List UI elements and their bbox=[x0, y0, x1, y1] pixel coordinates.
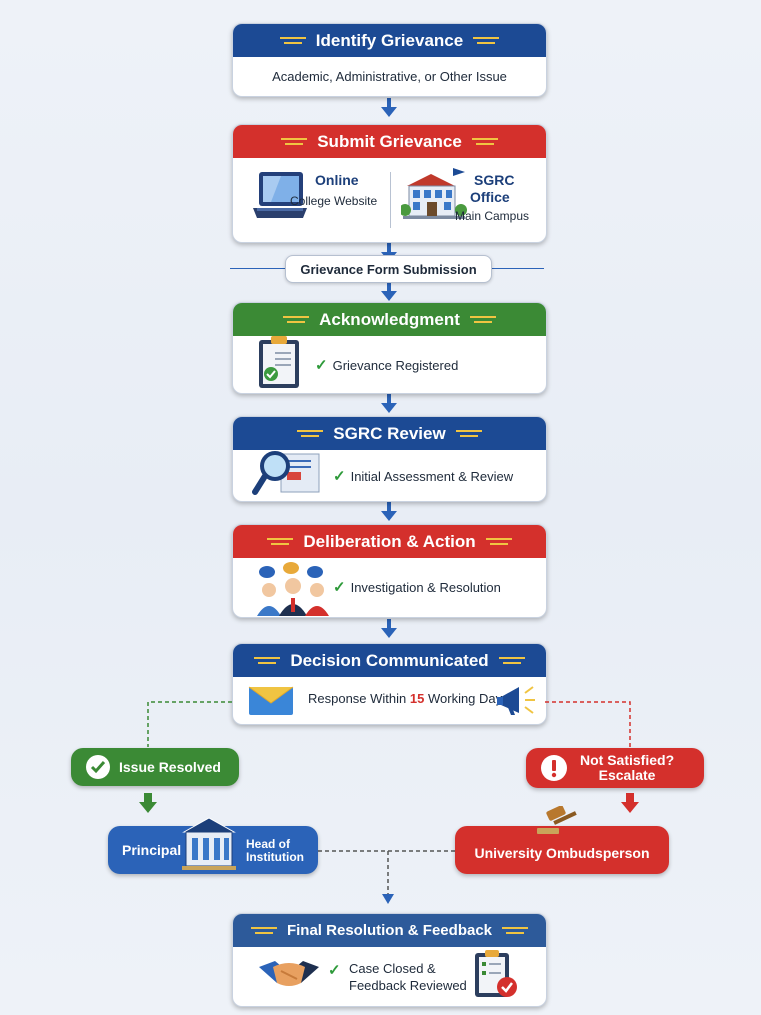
gavel-icon bbox=[537, 806, 577, 834]
arrow-review-deliberation bbox=[381, 502, 397, 521]
check-icon: ✓ bbox=[333, 468, 346, 485]
online-title: Online bbox=[315, 172, 359, 188]
magnifier-document-icon bbox=[252, 451, 320, 495]
arrow-form-ack bbox=[381, 282, 397, 301]
decor-dash-icon bbox=[267, 537, 294, 546]
decor-dash-icon bbox=[281, 137, 308, 146]
handshake-icon bbox=[259, 961, 319, 986]
institution-building-icon bbox=[182, 817, 236, 870]
decor-dash-icon bbox=[469, 315, 496, 324]
form-submission-label: Grievance Form Submission bbox=[300, 261, 477, 277]
decor-dash-icon bbox=[502, 926, 529, 935]
decor-dash-icon bbox=[254, 656, 281, 665]
escalate-badge: Not Satisfied? Escalate bbox=[526, 748, 704, 788]
step-final-header: Final Resolution & Feedback bbox=[233, 914, 546, 947]
step-ack-text: Grievance Registered bbox=[332, 358, 459, 373]
step-decision-header: Decision Communicated bbox=[233, 644, 546, 677]
office-building-icon bbox=[401, 168, 467, 219]
decision-text-post: Working Days bbox=[424, 691, 509, 706]
step-final-text-2: Feedback Reviewed bbox=[349, 978, 467, 993]
people-discussion-icon bbox=[257, 562, 329, 616]
check-icon: ✓ bbox=[315, 357, 328, 374]
decision-days-number: 15 bbox=[409, 691, 425, 706]
megaphone-icon bbox=[497, 686, 535, 715]
issue-resolved-badge: Issue Resolved bbox=[71, 748, 239, 786]
step-submit-header: Submit Grievance bbox=[233, 125, 546, 158]
step-deliberation-header: Deliberation & Action bbox=[233, 525, 546, 558]
step-review-header: SGRC Review bbox=[233, 417, 546, 450]
alert-icon bbox=[541, 755, 567, 781]
submit-divider bbox=[390, 172, 391, 228]
step-submit: Submit Grievance Online College Website bbox=[232, 124, 547, 243]
step-submit-title: Submit Grievance bbox=[317, 131, 462, 151]
decor-dash-icon bbox=[473, 36, 500, 45]
form-line-left bbox=[230, 268, 285, 269]
envelope-icon bbox=[248, 686, 294, 715]
arrow-deliberation-decision bbox=[381, 619, 397, 638]
principal-label: Principal bbox=[122, 842, 182, 858]
step-ack-title: Acknowledgment bbox=[319, 309, 460, 329]
issue-resolved-label: Issue Resolved bbox=[119, 759, 221, 775]
step-review-title: SGRC Review bbox=[333, 423, 446, 443]
step-deliberation-text: Investigation & Resolution bbox=[350, 580, 501, 595]
principal-sub-2: Institution bbox=[246, 850, 304, 864]
clipboard-icon bbox=[259, 336, 299, 388]
step-review-text: Initial Assessment & Review bbox=[350, 469, 514, 484]
form-submission-pill: Grievance Form Submission bbox=[285, 255, 492, 283]
step-deliberation: Deliberation & Action ✓ Investigation & R… bbox=[232, 524, 547, 618]
step-final-text-1: Case Closed & bbox=[349, 961, 436, 976]
arrow-ack-review bbox=[381, 394, 397, 413]
check-circle-icon bbox=[86, 755, 110, 779]
decor-dash-icon bbox=[250, 926, 277, 935]
escalate-label-1: Not Satisfied? bbox=[580, 752, 675, 768]
arrow-identify-submit bbox=[381, 98, 397, 117]
step-final-title: Final Resolution & Feedback bbox=[286, 922, 493, 939]
decor-dash-icon bbox=[455, 429, 482, 438]
office-subtitle: Main Campus bbox=[455, 209, 530, 223]
step-ack: Acknowledgment ✓ Grievance Registered bbox=[232, 302, 547, 394]
step-identify-text: Academic, Administrative, or Other Issue bbox=[272, 68, 507, 84]
principal-box: Principal Head of Institution bbox=[108, 817, 318, 874]
decor-dash-icon bbox=[485, 537, 512, 546]
online-subtitle: College Website bbox=[290, 194, 378, 208]
ombudsperson-label: University Ombudsperson bbox=[474, 845, 650, 861]
checklist-icon bbox=[475, 950, 517, 997]
decision-text-pre: Response Within bbox=[308, 691, 410, 706]
step-ack-header: Acknowledgment bbox=[233, 303, 546, 336]
decor-dash-icon bbox=[471, 137, 498, 146]
step-identify-title: Identify Grievance bbox=[315, 30, 464, 50]
decor-dash-icon bbox=[498, 656, 525, 665]
ombudsperson-box: University Ombudsperson bbox=[455, 806, 669, 874]
office-title-1: SGRC bbox=[474, 172, 515, 188]
principal-sub-1: Head of bbox=[246, 837, 291, 851]
step-identify-header: Identify Grievance bbox=[233, 24, 546, 57]
step-decision-title: Decision Communicated bbox=[290, 650, 489, 670]
laptop-icon bbox=[253, 172, 307, 218]
check-icon: ✓ bbox=[333, 579, 346, 596]
decor-dash-icon bbox=[283, 315, 310, 324]
check-icon: ✓ bbox=[328, 962, 341, 979]
step-deliberation-title: Deliberation & Action bbox=[303, 531, 476, 551]
escalate-label-2: Escalate bbox=[598, 767, 656, 783]
office-title-2: Office bbox=[470, 189, 510, 205]
step-final: Final Resolution & Feedback ✓ Case Close… bbox=[232, 913, 547, 1007]
step-review: SGRC Review ✓ Initial Assessment & Review bbox=[232, 416, 547, 502]
step-identify: Identify Grievance Academic, Administrat… bbox=[232, 23, 547, 97]
decor-dash-icon bbox=[279, 36, 306, 45]
decor-dash-icon bbox=[297, 429, 324, 438]
form-line-right bbox=[492, 268, 544, 269]
step-decision: Decision Communicated Response Within 15… bbox=[232, 643, 547, 725]
